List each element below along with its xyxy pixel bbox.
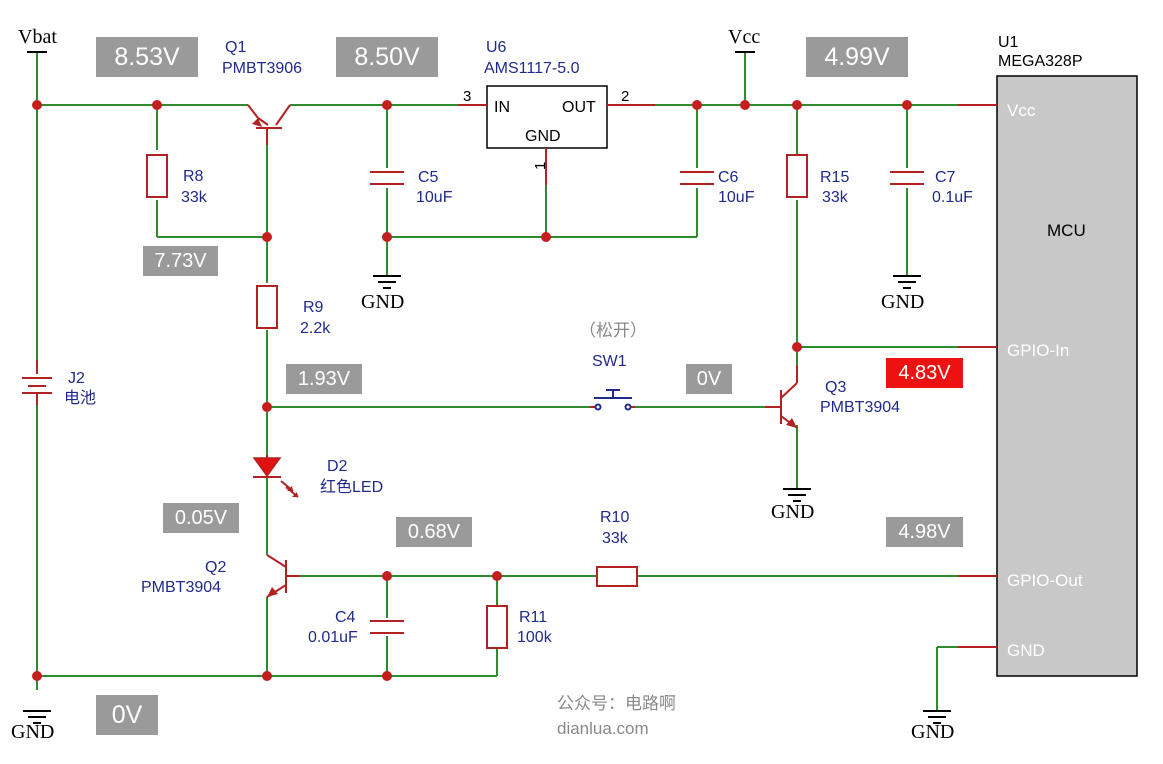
d2-value: 红色LED bbox=[320, 478, 383, 496]
voltage-q1-collector: 8.50V bbox=[336, 37, 438, 77]
r9-value: 2.2k bbox=[300, 320, 331, 337]
r15-value: 33k bbox=[822, 189, 849, 206]
c6-capacitor: C6 10uF bbox=[680, 169, 755, 206]
q3-ref: Q3 bbox=[825, 379, 846, 396]
u1-ref: U1 bbox=[998, 34, 1019, 51]
vbat-net: Vbat bbox=[18, 26, 57, 53]
gnd-symbol-q3: GND bbox=[771, 488, 814, 523]
r9-resistor: R9 2.2k bbox=[256, 285, 331, 337]
c5-value: 10uF bbox=[416, 189, 453, 206]
gnd-symbol-c5: GND bbox=[361, 275, 404, 313]
u1-pin-gpio-out: GPIO-Out bbox=[1007, 571, 1083, 590]
d2-led: D2 红色LED bbox=[252, 455, 383, 498]
q1-value: PMBT3906 bbox=[222, 60, 302, 77]
gnd-label: GND bbox=[361, 291, 404, 313]
voltage-q1-base: 7.73V bbox=[143, 246, 218, 276]
c6-value: 10uF bbox=[718, 189, 755, 206]
u6-pinnum-in: 3 bbox=[463, 88, 471, 105]
voltage-led: 0.05V bbox=[163, 503, 239, 533]
r15-resistor: R15 33k bbox=[786, 154, 849, 206]
sw1-switch: （松开） SW1 bbox=[579, 321, 647, 411]
r11-resistor: R11 100k bbox=[486, 605, 553, 649]
c4-ref: C4 bbox=[335, 609, 356, 626]
r10-ref: R10 bbox=[600, 509, 629, 526]
vbat-label: Vbat bbox=[18, 26, 57, 48]
j2-battery: J2 电池 bbox=[22, 360, 96, 407]
vcc-net: Vcc bbox=[728, 26, 760, 53]
watermark-site: dianlua.com bbox=[557, 719, 649, 738]
gnd-label: GND bbox=[881, 291, 924, 313]
q2-ref: Q2 bbox=[205, 559, 226, 576]
voltage-vcc: 4.99V bbox=[806, 37, 908, 77]
c7-capacitor: C7 0.1uF bbox=[890, 169, 973, 206]
u6-pin-gnd: GND bbox=[525, 128, 561, 145]
u6-value: AMS1117-5.0 bbox=[484, 60, 580, 77]
gnd-symbol-mcu: GND bbox=[911, 710, 954, 743]
r11-value: 100k bbox=[517, 629, 553, 646]
u6-pin-in: IN bbox=[494, 99, 510, 116]
r9-ref: R9 bbox=[303, 299, 324, 316]
gnd-symbol-c7: GND bbox=[881, 275, 924, 313]
voltage-r9-node: 1.93V bbox=[286, 364, 362, 394]
u6-pinnum-out: 2 bbox=[621, 88, 629, 105]
u6-pin-out: OUT bbox=[562, 99, 596, 116]
sw1-state: （松开） bbox=[579, 321, 647, 340]
r10-resistor: R10 33k bbox=[596, 509, 638, 587]
q3-value: PMBT3904 bbox=[820, 399, 900, 416]
r15-ref: R15 bbox=[820, 169, 849, 186]
c4-value: 0.01uF bbox=[308, 629, 358, 646]
u1-value: MEGA328P bbox=[998, 53, 1082, 70]
gnd-label: GND bbox=[911, 721, 954, 743]
u1-pin-vcc: Vcc bbox=[1007, 101, 1036, 120]
r8-value: 33k bbox=[181, 189, 208, 206]
wires bbox=[36, 52, 958, 712]
sw1-ref: SW1 bbox=[592, 353, 627, 370]
u1-mcu: Vcc GPIO-In GPIO-Out GND MCU U1 MEGA328P bbox=[958, 34, 1138, 677]
watermark-wechat: 公众号：电路啊 bbox=[557, 694, 676, 713]
c7-ref: C7 bbox=[935, 169, 956, 186]
r10-value: 33k bbox=[602, 530, 629, 547]
j2-value: 电池 bbox=[64, 389, 96, 407]
q2-value: PMBT3904 bbox=[141, 579, 221, 596]
gnd-label: GND bbox=[11, 721, 54, 743]
q1-ref: Q1 bbox=[225, 39, 246, 56]
voltage-q2-base: 0.68V bbox=[396, 517, 472, 547]
junctions bbox=[32, 100, 912, 681]
r11-ref: R11 bbox=[519, 609, 547, 626]
u6-pinnum-gnd: 1 bbox=[532, 162, 549, 170]
voltage-gpio-in: 4.83V bbox=[886, 358, 963, 388]
gnd-symbol-left: GND bbox=[11, 710, 54, 743]
c5-ref: C5 bbox=[418, 169, 439, 186]
u6-regulator: IN OUT GND 3 2 1 U6 AMS1117-5.0 bbox=[458, 39, 655, 185]
j2-ref: J2 bbox=[68, 370, 85, 387]
c6-ref: C6 bbox=[718, 169, 739, 186]
u1-pin-gnd: GND bbox=[1007, 641, 1045, 660]
vcc-label: Vcc bbox=[728, 26, 760, 48]
voltage-q3-base: 0V bbox=[686, 364, 732, 394]
r8-ref: R8 bbox=[183, 168, 204, 185]
q3-transistor: Q3 PMBT3904 bbox=[765, 365, 900, 429]
r8-resistor: R8 33k bbox=[146, 154, 208, 206]
c4-capacitor: C4 0.01uF bbox=[308, 609, 404, 646]
q2-transistor: Q2 PMBT3904 bbox=[141, 554, 300, 598]
voltage-gpio-out: 4.98V bbox=[886, 517, 963, 547]
u6-ref: U6 bbox=[486, 39, 507, 56]
c5-capacitor: C5 10uF bbox=[370, 169, 453, 206]
c7-value: 0.1uF bbox=[932, 189, 973, 206]
voltage-gnd: 0V bbox=[96, 695, 158, 735]
u1-pin-gpio-in: GPIO-In bbox=[1007, 341, 1069, 360]
d2-ref: D2 bbox=[327, 458, 348, 475]
q1-transistor: Q1 PMBT3906 bbox=[222, 39, 302, 145]
u1-body-label: MCU bbox=[1047, 221, 1086, 240]
gnd-label: GND bbox=[771, 501, 814, 523]
voltage-vbat: 8.53V bbox=[96, 37, 198, 77]
